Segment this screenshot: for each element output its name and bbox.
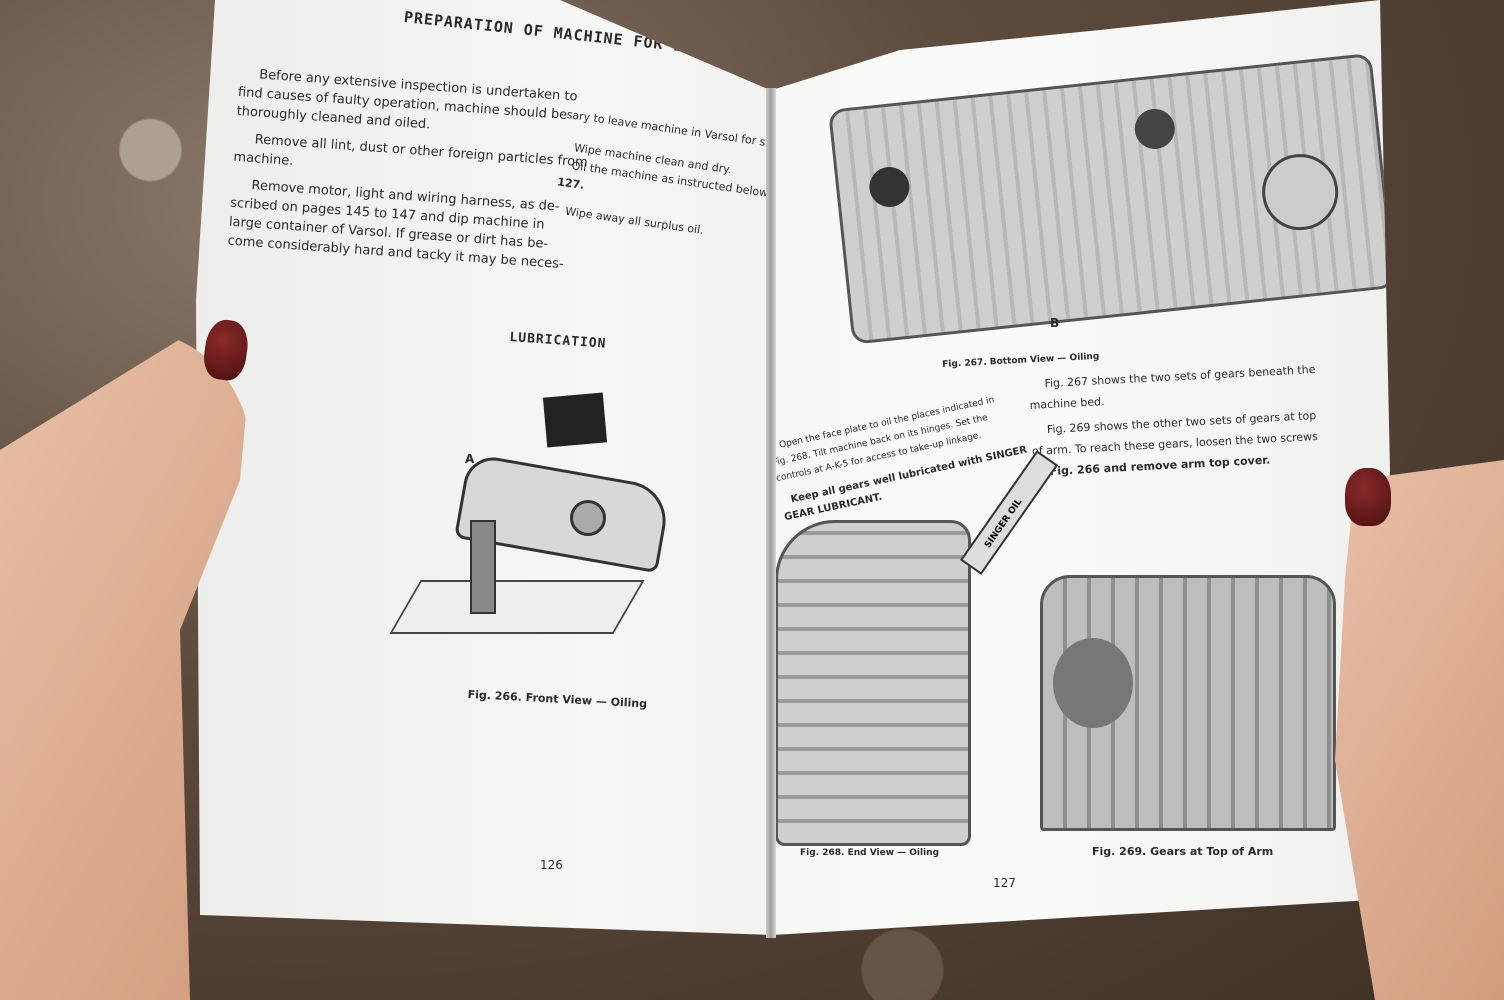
figure-label-a: A	[465, 452, 475, 466]
right-page-left-column: Open the face plate to oil the places in…	[772, 388, 1032, 526]
figure-label-b: B	[1050, 316, 1060, 330]
fig267-caption: Fig. 267. Bottom View — Oiling	[942, 351, 1100, 370]
bottom-view-figure	[828, 52, 1390, 345]
book-spine	[766, 88, 776, 938]
section-heading: LUBRICATION	[508, 330, 607, 352]
right-thumbnail	[1345, 468, 1391, 526]
sewing-machine-figure: A	[389, 390, 672, 670]
right-page-right-column: Fig. 267 shows the two sets of gears ben…	[1028, 359, 1321, 483]
figure-caption: Fig. 266. Front View — Oiling	[467, 688, 648, 711]
oil-can-label: SINGER OIL	[983, 497, 1025, 551]
fig269-caption: Fig. 269. Gears at Top of Arm	[1092, 845, 1274, 858]
end-view-figure	[775, 520, 971, 846]
page-number: 127	[993, 876, 1016, 890]
fig268-caption: Fig. 268. End View — Oiling	[800, 848, 940, 858]
page-number: 126	[540, 858, 563, 872]
right-hand	[1335, 460, 1504, 1000]
gears-top-of-arm-figure	[1040, 575, 1336, 831]
left-column: Before any extensive inspection is under…	[227, 64, 593, 275]
